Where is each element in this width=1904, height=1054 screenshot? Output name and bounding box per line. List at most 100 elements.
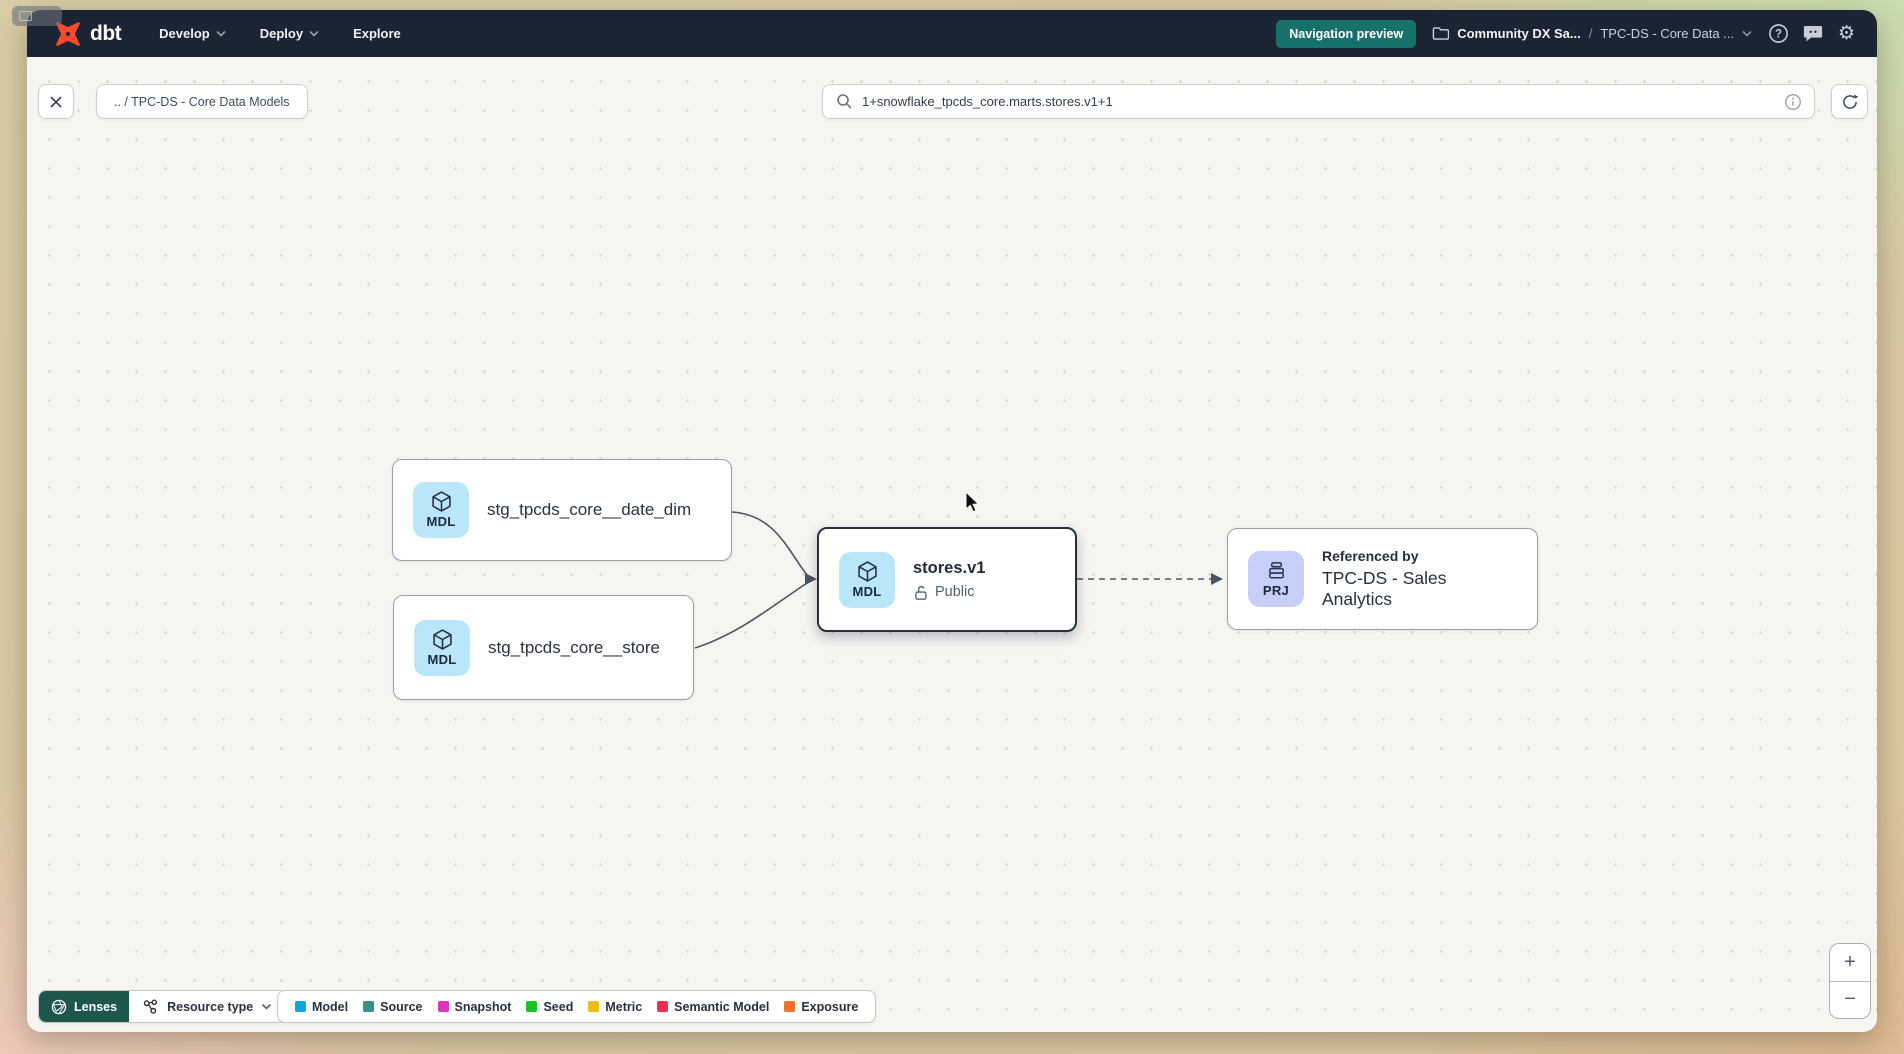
chevron-down-icon [216,30,226,37]
edge-store-to-stores [694,582,808,649]
lineage-node-date-dim[interactable]: MDL stg_tpcds_core__date_dim [392,459,732,561]
lineage-node-stores-v1[interactable]: MDL stores.v1 Public [817,527,1077,632]
screen-capture-artifact [12,6,62,26]
legend-item-seed: Seed [526,1000,573,1014]
navigation-preview-badge[interactable]: Navigation preview [1276,19,1417,48]
legend-item-exposure: Exposure [784,1000,858,1014]
nav-item-deploy[interactable]: Deploy [260,26,319,41]
feedback-button[interactable] [1802,23,1823,44]
search-icon [837,94,852,109]
legend-label: Source [380,999,423,1014]
resource-type-dropdown[interactable]: Resource type [129,991,285,1022]
legend-swatch [784,1001,796,1012]
header-right-cluster: Navigation preview Community DX Sa... / … [1276,19,1857,48]
help-button[interactable]: ? [1768,23,1789,44]
node-title: TPC-DS - Sales Analytics [1322,568,1447,609]
lineage-path-chip[interactable]: .. / TPC-DS - Core Data Models [96,84,308,119]
project-badge: PRJ [1248,551,1304,607]
settings-button[interactable]: ⚙ [1836,23,1857,44]
model-badge: MDL [413,482,469,538]
dbt-logo-icon [56,21,80,46]
lineage-search[interactable] [822,84,1815,119]
chevron-down-icon [1742,30,1752,37]
breadcrumb[interactable]: Community DX Sa... / TPC-DS - Core Data … [1432,26,1752,41]
unlock-icon [915,585,927,600]
edge-date-dim-to-stores [731,511,808,576]
nav-item-explore[interactable]: Explore [353,26,401,41]
lenses-button[interactable]: Lenses [39,991,130,1022]
resource-type-label: Resource type [167,999,254,1014]
app-window: dbt Develop Deploy Explore Navigation pr… [27,10,1877,1032]
nav-item-develop[interactable]: Develop [159,26,226,41]
zoom-out-button[interactable]: − [1844,988,1856,1011]
badge-label: MDL [427,651,457,667]
breadcrumb-project: TPC-DS - Core Data ... [1600,26,1734,41]
chat-bubble-icon [1803,26,1822,42]
lens-aperture-icon [51,999,67,1014]
svg-text:?: ? [1775,29,1782,41]
lineage-node-sales-analytics[interactable]: PRJ Referenced by TPC-DS - Sales Analyti… [1227,528,1538,630]
legend-label: Model [312,999,349,1014]
badge-label: PRJ [1262,583,1290,598]
nav-deploy-label: Deploy [259,26,304,41]
info-icon[interactable] [1784,93,1802,111]
access-label: Public [935,584,975,600]
gear-icon: ⚙ [1837,22,1856,44]
legend-item-semantic-model: Semantic Model [657,1000,769,1014]
refresh-icon [1842,93,1858,109]
zoom-in-button[interactable]: + [1830,944,1870,982]
node-text-block: Referenced by TPC-DS - Sales Analytics [1322,548,1517,610]
help-icon: ? [1769,24,1788,43]
folder-icon [1432,27,1450,40]
project-stack-icon [1268,562,1284,579]
cube-icon [432,628,452,650]
edge-arrowhead [805,573,817,585]
dbt-logo[interactable]: dbt [53,19,122,49]
chevron-down-icon [262,1003,272,1010]
lineage-node-store[interactable]: MDL stg_tpcds_core__store [393,595,694,700]
legend-swatch [295,1001,306,1012]
close-lineage-button[interactable] [38,84,74,119]
model-badge: MDL [414,619,470,676]
legend-label: Metric [605,999,643,1014]
main-nav: Develop Deploy Explore [159,26,401,41]
legend-label: Snapshot [454,999,512,1014]
window-icon [19,11,32,21]
breadcrumb-account: Community DX Sa... [1457,26,1581,41]
resource-type-legend: Model Source Snapshot Seed Metric Semant… [277,990,877,1023]
top-nav-bar: dbt Develop Deploy Explore Navigation pr… [27,10,1877,57]
legend-swatch [437,1001,449,1012]
node-label: stg_tpcds_core__date_dim [487,500,692,519]
legend-label: Seed [543,999,574,1014]
cube-icon [431,491,451,512]
legend-label: Semantic Model [674,999,770,1014]
node-access-row: Public [913,584,985,601]
node-text-block: stores.v1 Public [913,559,985,601]
legend-swatch [657,1001,669,1012]
cube-icon [857,560,877,582]
legend-label: Exposure [801,999,859,1014]
legend-item-model: Model [295,1000,348,1014]
nav-explore-label: Explore [353,26,401,41]
refresh-lineage-button[interactable] [1831,84,1868,119]
breadcrumb-separator: / [1588,26,1593,41]
lenses-label: Lenses [74,999,118,1014]
legend-swatch [588,1001,600,1012]
lineage-canvas[interactable]: .. / TPC-DS - Core Data Models [27,57,1877,1032]
badge-label: MDL [426,514,456,529]
nav-develop-label: Develop [159,26,210,41]
node-label: stg_tpcds_core__store [488,637,660,657]
legend-swatch [526,1001,538,1012]
legend-swatch [363,1001,375,1012]
header-icon-group: ? ⚙ [1768,23,1857,44]
search-input[interactable] [862,94,1775,109]
badge-label: MDL [852,583,882,599]
legend-item-metric: Metric [588,1000,642,1014]
lens-control-group: Lenses Resource type [38,990,287,1023]
zoom-controls: + − [1829,943,1871,1019]
node-title: stores.v1 [913,558,986,577]
legend-item-snapshot: Snapshot [437,999,512,1014]
chevron-down-icon [309,30,319,37]
legend-item-source: Source [363,999,423,1014]
dbt-logo-text: dbt [90,21,122,45]
